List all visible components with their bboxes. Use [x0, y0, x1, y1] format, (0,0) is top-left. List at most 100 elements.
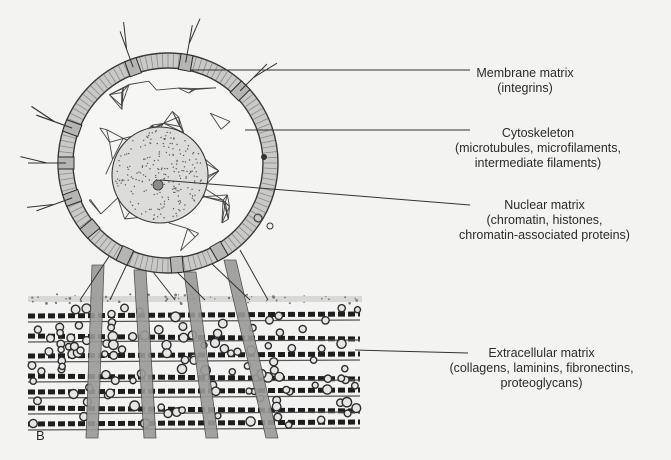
- nuclear-matrix-detail-1: (chromatin, histones,: [418, 213, 671, 228]
- chromatin-dot: [170, 132, 171, 133]
- chromatin-dot: [140, 146, 141, 147]
- ecm-speck: [210, 297, 211, 298]
- collagen-fiber: [28, 422, 360, 424]
- chromatin-dot: [200, 180, 201, 181]
- matrix-granule: [112, 377, 120, 385]
- chromatin-dot: [172, 148, 173, 149]
- chromatin-dot: [182, 161, 183, 162]
- matrix-granule: [214, 329, 222, 337]
- cell-drawing: [20, 19, 278, 273]
- chromatin-dot: [119, 165, 120, 166]
- chromatin-dot: [184, 204, 185, 205]
- chromatin-dot: [128, 169, 129, 170]
- chromatin-dot: [144, 191, 145, 192]
- chromatin-dot: [118, 160, 119, 161]
- chromatin-dot: [146, 190, 147, 191]
- chromatin-dot: [146, 165, 147, 166]
- chromatin-dot: [141, 213, 142, 214]
- ecm-speck: [69, 302, 71, 304]
- matrix-granule: [121, 304, 129, 312]
- matrix-granule: [288, 345, 295, 352]
- chromatin-dot: [176, 163, 177, 164]
- collagen-fiber: [28, 408, 360, 411]
- chromatin-dot: [173, 155, 174, 156]
- chromatin-dot: [165, 174, 166, 175]
- extracellular-strand: [189, 19, 200, 44]
- extracellular-strand: [240, 64, 267, 91]
- chromatin-dot: [176, 144, 177, 145]
- chromatin-dot: [131, 191, 132, 192]
- chromatin-dot: [129, 166, 130, 167]
- cytoskeleton-filament: [122, 106, 123, 110]
- chromatin-dot: [117, 185, 118, 186]
- panel-letter: B: [36, 428, 45, 443]
- chromatin-dot: [161, 168, 162, 169]
- chromatin-dot: [132, 140, 133, 141]
- chromatin-dot: [152, 132, 153, 133]
- chromatin-dot: [197, 162, 198, 163]
- matrix-granule: [229, 369, 235, 375]
- ecm-speck: [344, 296, 346, 298]
- chromatin-dot: [151, 184, 152, 185]
- ecm-speck: [284, 297, 286, 299]
- matrix-granule: [337, 339, 346, 348]
- chromatin-dot: [194, 200, 195, 201]
- matrix-granule: [352, 404, 361, 413]
- chromatin-dot: [161, 207, 162, 208]
- label-cytoskeleton: Cytoskeleton (microtubules, microfilamen…: [405, 126, 671, 171]
- chromatin-dot: [164, 203, 165, 204]
- chromatin-dot: [153, 164, 154, 165]
- chromatin-dot: [180, 189, 181, 190]
- matrix-granule: [299, 325, 306, 332]
- chromatin-dot: [154, 194, 155, 195]
- chromatin-dot: [192, 164, 193, 165]
- matrix-granule: [270, 358, 278, 366]
- chromatin-dot: [180, 202, 181, 203]
- chromatin-dot: [124, 154, 125, 155]
- matrix-granule: [323, 385, 332, 394]
- matrix-granule: [179, 333, 188, 342]
- matrix-granule: [163, 349, 172, 358]
- ecm-speck: [325, 296, 326, 297]
- chromatin-dot: [140, 172, 141, 173]
- matrix-granule: [109, 340, 118, 349]
- ecm-speck: [118, 300, 121, 303]
- matrix-granule: [338, 375, 345, 382]
- chromatin-dot: [128, 153, 129, 154]
- matrix-granule: [355, 307, 361, 313]
- chromatin-dot: [163, 217, 164, 218]
- nuclear-matrix-detail-2: chromatin-associated proteins): [418, 228, 671, 243]
- matrix-granule: [219, 319, 228, 328]
- matrix-granule: [129, 333, 137, 341]
- matrix-granule: [283, 386, 290, 393]
- matrix-granule: [179, 323, 187, 331]
- membrane-matrix-title: Membrane matrix: [450, 66, 600, 81]
- chromatin-dot: [168, 181, 169, 182]
- matrix-granule: [30, 378, 36, 384]
- matrix-granule: [106, 389, 114, 397]
- chromatin-dot: [143, 159, 144, 160]
- chromatin-dot: [176, 168, 177, 169]
- chromatin-dot: [174, 188, 175, 189]
- ecm-speck: [31, 297, 33, 299]
- matrix-granule: [59, 363, 65, 369]
- chromatin-dot: [138, 203, 139, 204]
- matrix-granule: [312, 382, 318, 388]
- chromatin-dot: [158, 169, 159, 170]
- matrix-granule: [69, 390, 78, 399]
- chromatin-dot: [168, 199, 169, 200]
- extracellular-matrix-detail-2: proteoglycans): [412, 376, 671, 391]
- chromatin-dot: [149, 132, 150, 133]
- matrix-granule: [265, 343, 271, 349]
- chromatin-dot: [195, 159, 196, 160]
- chromatin-dot: [135, 209, 136, 210]
- ecm-speck: [57, 294, 58, 295]
- fibril-thread: [28, 428, 360, 430]
- ecm-speck: [56, 303, 58, 305]
- collagen-fiber: [28, 376, 360, 379]
- cytoskeleton-title: Cytoskeleton: [405, 126, 671, 141]
- ecm-speck: [69, 297, 72, 300]
- chromatin-dot: [146, 136, 147, 137]
- ecm-speck: [107, 301, 108, 302]
- cytoskeleton-detail-1: (microtubules, microfilaments,: [405, 141, 671, 156]
